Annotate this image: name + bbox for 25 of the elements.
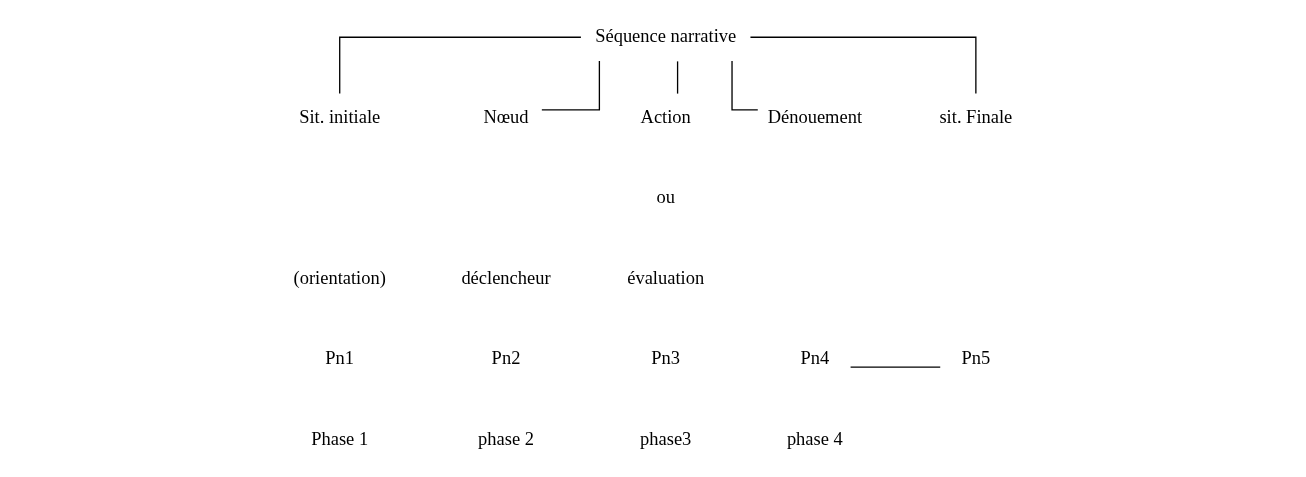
label: Pn3 xyxy=(650,348,680,369)
node-text: Nœud xyxy=(482,106,529,127)
connector xyxy=(849,366,941,368)
connector xyxy=(676,60,678,95)
node-text: Dénouement xyxy=(767,106,862,127)
label: phase 2 xyxy=(477,428,534,449)
label: déclencheur xyxy=(460,267,551,288)
node-text: Action xyxy=(640,106,691,127)
label: phase 4 xyxy=(786,428,843,449)
label: évaluation xyxy=(626,267,704,288)
label: Pn2 xyxy=(491,348,520,369)
connector xyxy=(749,36,977,95)
node-text: Pn4 xyxy=(799,348,829,369)
label: ou xyxy=(655,187,675,208)
label: (orientation) xyxy=(293,267,386,288)
node-text: sit. Finale xyxy=(938,106,1012,127)
node-text: Séquence narrative xyxy=(594,26,736,47)
connector xyxy=(730,60,758,111)
label: Phase 1 xyxy=(310,428,368,449)
node-text: Sit. initiale xyxy=(298,106,380,127)
connector xyxy=(338,36,582,95)
label: phase3 xyxy=(639,428,691,449)
node-text: Pn5 xyxy=(960,348,990,369)
connector xyxy=(540,60,600,111)
label: Pn1 xyxy=(324,348,354,369)
